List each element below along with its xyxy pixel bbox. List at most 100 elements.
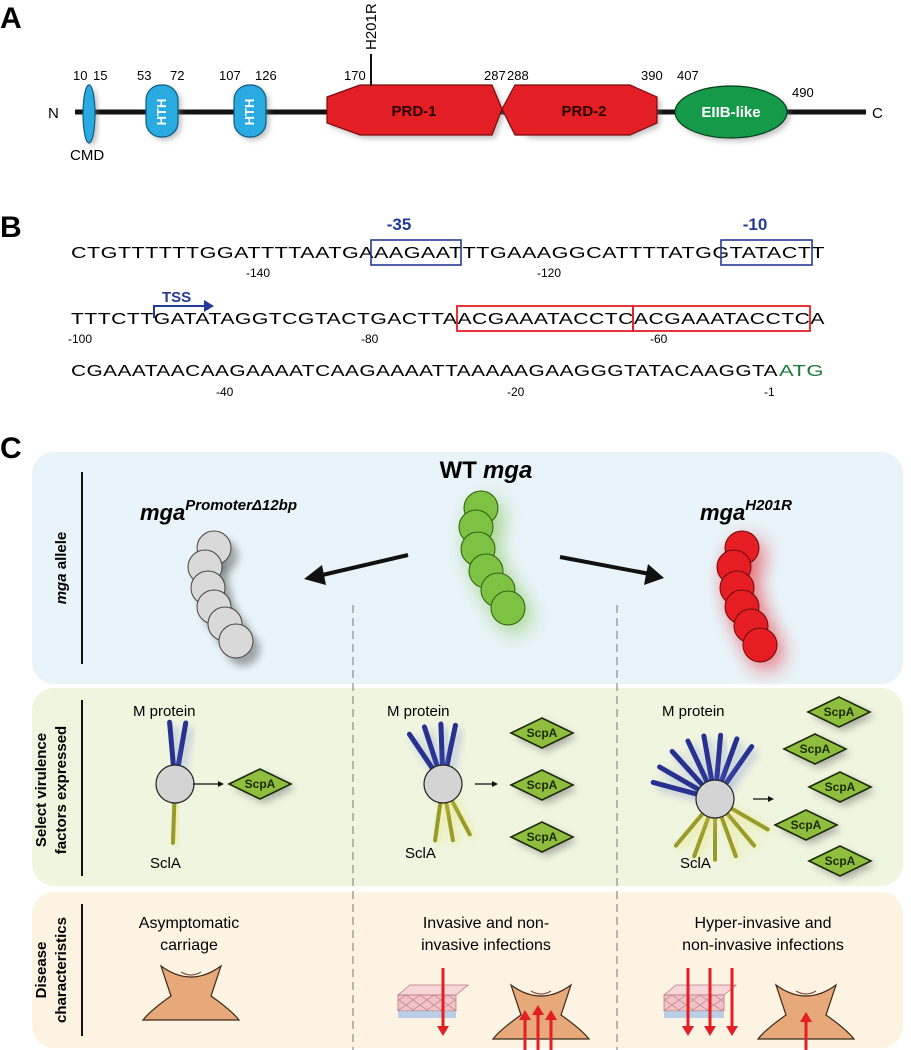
hth1-label: HTH <box>154 99 169 126</box>
tss-arrow <box>153 305 206 318</box>
prd2-end: 390 <box>641 68 663 83</box>
invasion-arrowhead <box>704 1026 716 1036</box>
tick-140: -140 <box>246 266 270 280</box>
allele-left-sup: PromoterΔ12bp <box>185 497 297 514</box>
disease-left-line1: Asymptomatic <box>139 915 239 932</box>
m-protein-left: M protein <box>133 703 196 720</box>
hth1-domain <box>145 84 179 138</box>
hth1-end: 72 <box>170 68 184 83</box>
tick-80: -80 <box>361 332 379 346</box>
scpa-label: ScpA <box>800 742 831 756</box>
minus10-label: -10 <box>743 215 768 234</box>
invasion-arrowhead <box>800 1012 812 1022</box>
repeat-box-2 <box>632 305 811 332</box>
h201r-mutant-chain <box>716 530 785 672</box>
prd2-label: PRD-2 <box>561 103 606 120</box>
disease-right-line1: Hyper-invasive and <box>695 915 832 932</box>
tss-label: TSS <box>162 289 191 306</box>
box-minus10 <box>720 239 813 266</box>
disease-illustrations <box>141 964 856 1050</box>
sequence-line-2: TTTCTTGATATAGGTCGTACTGACTTAACGAAATACCTCA… <box>71 311 825 328</box>
cell-right <box>650 732 773 863</box>
prd1-start: 170 <box>344 68 366 83</box>
bacterial-cell <box>423 764 463 804</box>
row-disease-label-2: characteristics <box>53 917 70 1023</box>
prd1-domain <box>326 84 503 136</box>
row-allele-label-italic: mga <box>53 573 70 604</box>
scla-middle: SclA <box>405 845 436 862</box>
tss-arrowhead <box>204 300 214 312</box>
coccus <box>742 627 778 663</box>
allele-right-label: mgaH201R <box>700 497 792 525</box>
m-protein-right: M protein <box>662 703 725 720</box>
row-allele-label: mga allele <box>53 532 70 605</box>
hth1-start: 53 <box>137 68 151 83</box>
arrow-to-left-head <box>304 565 326 585</box>
panel-a-letter: A <box>0 2 22 35</box>
c-terminus-label: C <box>872 105 883 122</box>
prd1-label: PRD-1 <box>391 103 436 120</box>
secretion-arrows <box>193 781 774 802</box>
scpa-diamond <box>509 769 575 801</box>
scpa-diamond <box>806 696 872 728</box>
row-disease-label-1: Disease <box>33 942 50 999</box>
scpa-group: ScpA ScpA ScpA ScpA ScpA ScpA ScpA ScpA ScpA <box>227 696 875 880</box>
disease-middle-line1: Invasive and non- <box>423 915 549 932</box>
eiib-end: 490 <box>792 85 814 100</box>
tick-1: -1 <box>764 385 775 399</box>
eiib-label: EIIB-like <box>701 104 760 121</box>
scpa-label: ScpA <box>527 726 558 740</box>
cmd-label: CMD <box>70 147 104 164</box>
sequence-line-3: CGAAATAACAAGAAAATCAAGAAAATTAAAAAGAAGGGTA… <box>71 363 778 380</box>
bacterial-cell <box>695 779 735 819</box>
scpa-label: ScpA <box>825 854 856 868</box>
scpa-diamond <box>773 809 839 841</box>
allele-left-base: mga <box>140 500 185 525</box>
scpa-label: ScpA <box>824 705 855 719</box>
panel-b-letter: B <box>0 211 22 244</box>
invasion-arrowhead <box>726 1026 738 1036</box>
panel-c-letter: C <box>0 432 22 465</box>
invasion-arrowhead <box>545 1010 557 1020</box>
eiib-domain <box>674 85 788 139</box>
cell-middle <box>406 721 476 844</box>
sequence-line-1: CTGTTTTTTGGATTTTAATGAAAGAATTTGAAAGGCATTT… <box>71 245 825 262</box>
invasion-arrowhead <box>682 1026 694 1036</box>
wt-chain <box>458 490 533 635</box>
tick-100: -100 <box>68 332 92 346</box>
n-terminus-label: N <box>48 105 59 122</box>
invasion-arrowhead <box>532 1005 544 1015</box>
allele-left-label: mgaPromoterΔ12bp <box>140 497 297 525</box>
scpa-label: ScpA <box>245 777 276 791</box>
cell-left <box>155 719 195 846</box>
scpa-diamond <box>509 717 575 749</box>
throat-illustration <box>141 964 241 1021</box>
hth2-end: 126 <box>255 68 277 83</box>
scpa-label: ScpA <box>527 778 558 792</box>
row-virulence-label-2: factors expressed <box>53 726 70 854</box>
scpa-label: ScpA <box>791 818 822 832</box>
scpa-label: ScpA <box>527 830 558 844</box>
coccus <box>218 623 254 659</box>
wt-title-gene: mga <box>483 457 532 484</box>
tick-60: -60 <box>650 332 668 346</box>
scpa-diamond <box>807 845 873 877</box>
bacterial-cell <box>155 764 195 804</box>
disease-middle-line2: invasive infections <box>421 937 551 954</box>
disease-right-line2: non-invasive infections <box>682 937 844 954</box>
arrow-to-left <box>317 553 409 578</box>
prd2-domain <box>501 84 658 136</box>
prd2-start: 288 <box>507 68 529 83</box>
row-allele-label-rest: allele <box>53 532 70 574</box>
arrow-to-right <box>559 555 651 576</box>
promoter-mutant-chain <box>187 530 260 666</box>
scpa-diamond <box>782 733 848 765</box>
allele-right-base: mga <box>700 500 745 525</box>
cmd-end: 15 <box>93 68 107 83</box>
row-virulence-label-1: Select virulence <box>33 733 50 847</box>
scpa-label: ScpA <box>825 780 856 794</box>
h201r-label: H201R <box>363 3 380 50</box>
start-codon: ATG <box>779 363 824 380</box>
minus35-label: -35 <box>387 215 412 234</box>
wt-title-prefix: WT <box>440 457 478 484</box>
